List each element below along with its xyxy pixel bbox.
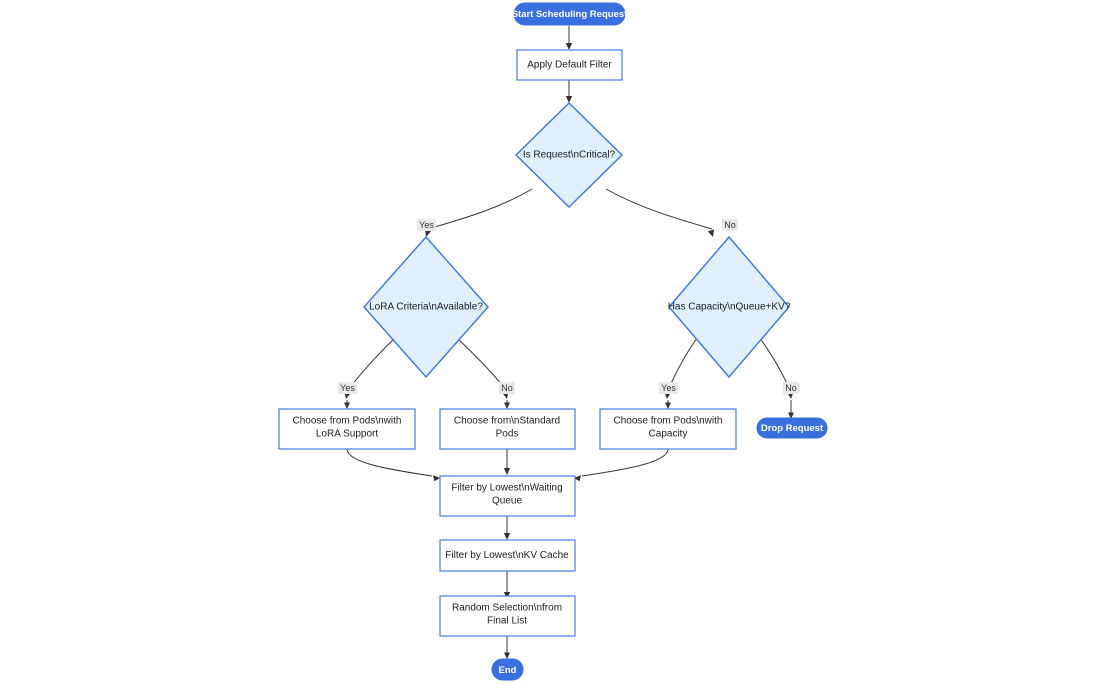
edge-label-critical-no-text: No (724, 220, 736, 230)
edge-label-bg (722, 219, 738, 231)
edge-label-bg (659, 382, 678, 394)
edge-label-lora-no-text: No (501, 383, 513, 393)
arrowhead (574, 475, 581, 482)
edge-label-lora-no: No (499, 382, 515, 394)
arrowhead (433, 475, 440, 482)
edge-label-bg (783, 382, 799, 394)
arrowhead (425, 229, 432, 237)
node-choose-lora-pods[interactable]: Choose from Pods\nwith LoRA Support (278, 408, 416, 450)
filter-kv-cache-shape[interactable] (439, 539, 576, 572)
arrowhead (788, 412, 794, 419)
edge-label-critical-yes-text: Yes (419, 220, 434, 230)
edge-label-capacity-no: No (783, 382, 799, 394)
edge-label-bg (499, 382, 515, 394)
lora-criteria-available-shape[interactable] (363, 235, 489, 379)
arrowhead (504, 652, 510, 659)
random-selection-shape[interactable] (439, 595, 576, 637)
start-node-shape[interactable] (513, 2, 626, 26)
edge-label-critical-yes: Yes (417, 219, 436, 231)
edge-critical-yes (427, 188, 533, 230)
choose-lora-pods-shape[interactable] (278, 408, 416, 450)
node-lora-criteria-available[interactable]: LoRA Criteria\nAvailable? (363, 235, 489, 379)
edge-label-capacity-yes-text: Yes (661, 383, 676, 393)
arrowhead (344, 402, 350, 409)
edge-lora-pods-to-filter-queue (346, 448, 433, 477)
arrowhead (707, 229, 714, 237)
arrowhead (565, 96, 573, 103)
edge-capacity-pods-to-filter-queue (581, 448, 669, 477)
edge-lora-no (456, 337, 507, 391)
drop-request-shape[interactable] (756, 417, 828, 439)
choose-capacity-pods-shape[interactable] (599, 408, 737, 450)
arrowhead (665, 402, 671, 409)
arrowhead (503, 533, 511, 540)
node-choose-standard-pods[interactable]: Choose from\nStandard Pods (439, 408, 576, 450)
node-apply-default-filter[interactable]: Apply Default Filter (516, 49, 623, 81)
node-filter-kv-cache[interactable]: Filter by Lowest\nKV Cache (439, 539, 576, 572)
edge-label-capacity-yes: Yes (659, 382, 678, 394)
edge-labels-layer: Yes No Yes No Yes No (338, 219, 799, 394)
edge-critical-no (605, 188, 713, 230)
edge-label-lora-yes: Yes (338, 382, 357, 394)
edge-label-capacity-no-text: No (785, 383, 797, 393)
edge-label-lora-yes-text: Yes (340, 383, 355, 393)
filter-waiting-queue-shape[interactable] (439, 475, 576, 517)
arrowhead (565, 43, 573, 50)
end-node-shape[interactable] (491, 658, 524, 681)
arrowhead (504, 402, 510, 409)
node-start[interactable]: Start Scheduling Request (512, 2, 628, 26)
edge-label-bg (417, 219, 436, 231)
node-is-request-critical[interactable]: Is Request\nCritical? (515, 102, 623, 208)
node-filter-waiting-queue[interactable]: Filter by Lowest\nWaiting Queue (439, 475, 576, 517)
choose-standard-pods-shape[interactable] (439, 408, 576, 450)
node-random-selection[interactable]: Random Selection\nfrom Final List (439, 595, 576, 637)
has-capacity-shape[interactable] (668, 235, 790, 379)
apply-default-filter-shape[interactable] (516, 49, 623, 81)
is-request-critical-shape[interactable] (515, 102, 623, 208)
node-choose-capacity-pods[interactable]: Choose from Pods\nwith Capacity (599, 408, 737, 450)
edge-label-critical-no: No (722, 219, 738, 231)
arrowhead (503, 468, 511, 475)
node-end[interactable]: End (491, 658, 524, 681)
node-drop-request[interactable]: Drop Request (756, 417, 828, 439)
edge-label-bg (338, 382, 357, 394)
